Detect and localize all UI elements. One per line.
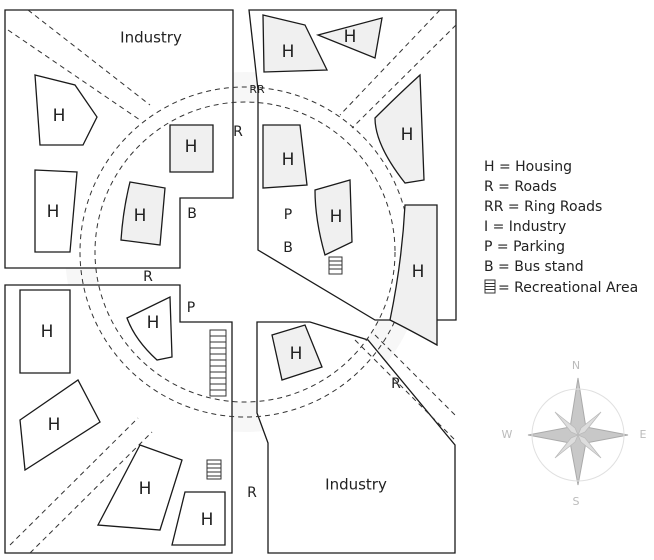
housing-plot — [120, 181, 166, 246]
road-label: R — [233, 124, 243, 140]
compass-ring — [531, 388, 625, 482]
compass-south: S — [573, 495, 580, 508]
housing-label: H — [412, 262, 425, 282]
housing-plot — [34, 169, 78, 253]
housing-plot — [314, 179, 353, 256]
housing-label: H — [282, 42, 295, 62]
recreational-area — [209, 329, 227, 397]
legend-housing: H = Housing — [484, 159, 572, 175]
block-bottom-middle — [256, 321, 456, 554]
recreational-icon — [484, 279, 496, 294]
housing-label: H — [344, 27, 357, 47]
legend-recreational: = Recreational Area — [498, 280, 638, 296]
housing-label: H — [290, 344, 303, 364]
housing-label: H — [47, 202, 60, 222]
compass-east: E — [640, 428, 647, 441]
legend: H = Housing R = Roads RR = Ring Roads I … — [484, 159, 638, 296]
compass-needle-se — [577, 434, 602, 459]
recreational-area — [328, 256, 343, 275]
housing-plot — [374, 73, 425, 184]
legend-roads: R = Roads — [484, 179, 557, 195]
housing-plot — [169, 124, 214, 173]
housing-plot — [126, 295, 173, 361]
housing-plot — [19, 289, 71, 374]
housing-label: H — [48, 415, 61, 435]
housing-label: H — [401, 125, 414, 145]
diagonal-road-se-b — [374, 334, 456, 416]
parking-label: P — [284, 207, 292, 223]
parking-label: P — [187, 300, 195, 316]
ring-road-label: RR — [249, 83, 265, 96]
compass-west: W — [502, 428, 513, 441]
housing-label: H — [330, 207, 343, 227]
housing-plot — [389, 204, 438, 347]
industry-label-south: Industry — [325, 476, 387, 494]
road-label: R — [143, 269, 153, 285]
housing-plot — [96, 444, 183, 531]
diagonal-road-se-a — [354, 339, 456, 441]
housing-plot — [315, 17, 383, 59]
legend-industry: I = Industry — [484, 219, 566, 235]
legend-bus-stand: B = Bus stand — [484, 259, 584, 275]
housing-label: H — [282, 150, 295, 170]
road-label: R — [391, 376, 401, 392]
housing-plot — [262, 124, 308, 189]
legend-ring-roads: RR = Ring Roads — [484, 199, 602, 215]
housing-label: H — [185, 137, 198, 157]
housing-plot — [171, 491, 226, 546]
housing-label: H — [139, 479, 152, 499]
bus-stand-label: B — [187, 206, 197, 222]
ring-road-inner — [94, 101, 396, 403]
industry-label-north: Industry — [120, 29, 182, 47]
diagonal-road-sw-a — [9, 417, 139, 546]
compass-rose: N S E W — [502, 359, 647, 508]
diagonal-road-sw-b — [29, 431, 153, 554]
housing-plot — [271, 324, 323, 381]
diagonal-road-nw-b — [27, 9, 151, 106]
diagonal-road-ne-b — [351, 24, 457, 129]
road-label: R — [247, 485, 257, 501]
diagonal-road-ne-a — [339, 9, 441, 116]
housing-label: H — [201, 510, 214, 530]
legend-parking: P = Parking — [484, 239, 565, 255]
housing-label: H — [41, 322, 54, 342]
housing-plot — [34, 74, 98, 146]
housing-plot — [262, 14, 329, 73]
bus-stand-label: B — [283, 240, 293, 256]
compass-north: N — [572, 359, 580, 372]
housing-plot — [19, 379, 101, 472]
housing-label: H — [147, 313, 160, 333]
housing-label: H — [53, 106, 66, 126]
housing-label: H — [134, 206, 147, 226]
recreational-area — [206, 459, 222, 480]
